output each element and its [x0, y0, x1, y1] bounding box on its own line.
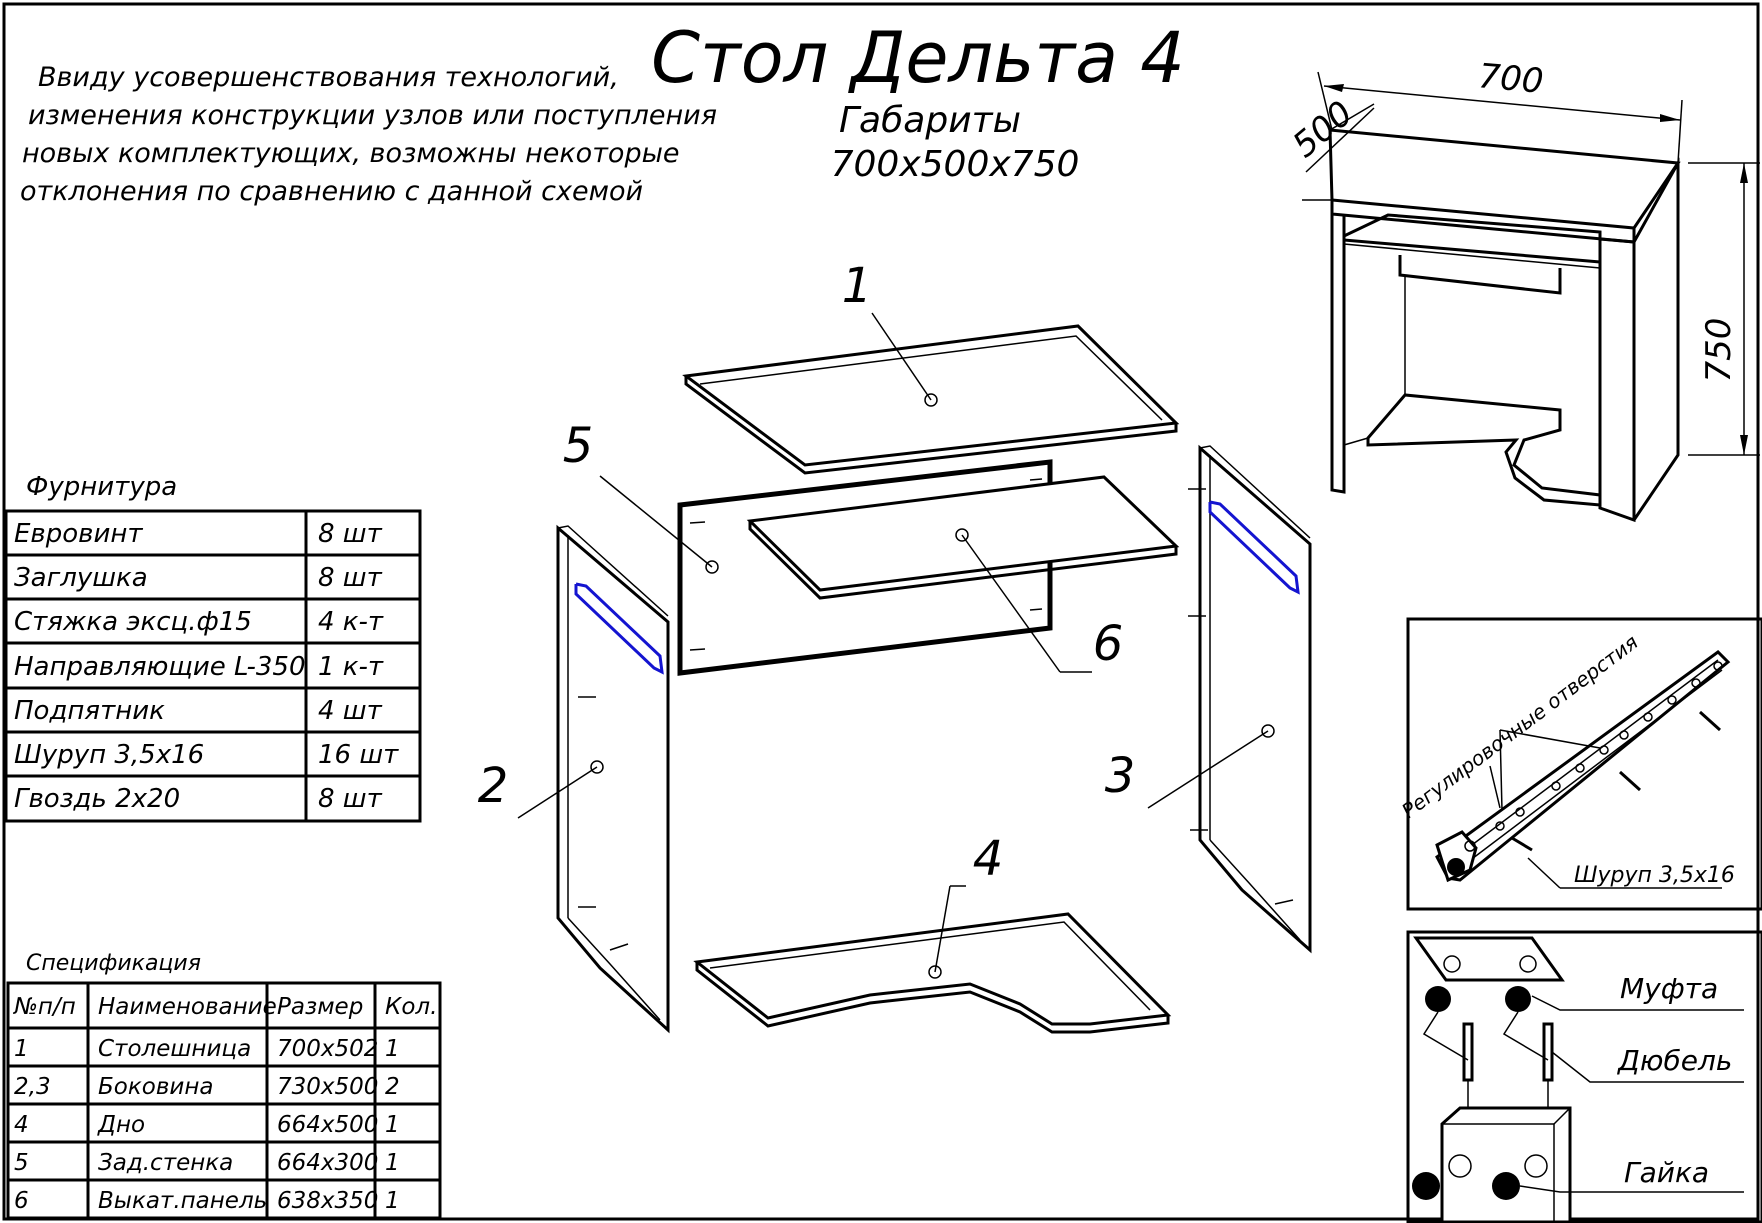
spec-cell: Выкат.панель: [98, 1188, 267, 1214]
part-label-5: 5: [563, 418, 594, 474]
hardware-qty: 1 к-т: [318, 652, 384, 682]
spec-table: Спецификация №п/п Наименование Размер Ко…: [6, 951, 442, 1220]
spec-cell: 664х500: [277, 1112, 378, 1138]
hardware-table: Фурнитура Евровинт 8 шт Заглушка 8 шт Ст…: [4, 472, 422, 823]
hardware-name: Шуруп 3,5х16: [14, 740, 204, 770]
spec-cell: Боковина: [98, 1074, 213, 1100]
hardware-name: Евровинт: [14, 519, 143, 549]
hardware-name: Заглушка: [14, 563, 148, 593]
dowel-icon: [1542, 1022, 1554, 1082]
spec-header: №п/п: [12, 994, 76, 1020]
spec-cell: 730х500: [277, 1074, 378, 1100]
spec-cell: 1: [385, 1036, 400, 1062]
notice-text: Ввиду усовершенствования технологий, изм…: [20, 62, 717, 207]
svg-text:новых комплектующих, возможны: новых комплектующих, возможны некоторые: [22, 138, 680, 169]
svg-text:изменения конструкции узлов ил: изменения конструкции узлов или поступле…: [28, 100, 717, 131]
rail-holes-label: Регулировочные отверстия: [1397, 630, 1642, 823]
spec-header: Кол.: [385, 994, 437, 1020]
part-2-left-side: 2: [478, 524, 670, 1034]
spec-cell: 4: [14, 1112, 29, 1138]
hardware-qty: 8 шт: [318, 784, 383, 814]
cam-detail: Муфта Дюбель Гайка: [1406, 930, 1762, 1223]
part-6-keyboard-panel: 6: [746, 475, 1180, 673]
spec-cell: 1: [385, 1150, 400, 1176]
spec-header: Наименование: [98, 994, 277, 1020]
part-label-6: 6: [1093, 616, 1124, 672]
hardware-name: Направляющие L-350: [14, 652, 306, 682]
exploded-view: 1 5 6: [478, 258, 1312, 1034]
part-3-right-side: 3: [1105, 444, 1312, 954]
hardware-name: Подпятник: [14, 696, 165, 726]
hardware-name: Гвоздь 2х20: [14, 784, 180, 814]
hardware-name: Стяжка эксц.ф15: [14, 607, 252, 637]
spec-cell: Дно: [97, 1112, 145, 1138]
part-1-tabletop: 1: [682, 258, 1180, 475]
dowel-label: Дюбель: [1616, 1044, 1732, 1077]
svg-text:отклонения по сравнению с данн: отклонения по сравнению с данной схемой: [20, 176, 643, 207]
spec-caption: Спецификация: [26, 951, 201, 976]
nut-label: Гайка: [1624, 1156, 1709, 1189]
spec-cell: 1: [385, 1112, 400, 1138]
nut-icon: [1492, 1172, 1520, 1200]
spec-cell: Зад.стенка: [98, 1150, 233, 1176]
spec-cell: 638х350: [277, 1188, 378, 1214]
hardware-qty: 8 шт: [318, 519, 383, 549]
spec-cell: 6: [14, 1188, 29, 1214]
nut-icon: [1412, 1172, 1440, 1200]
part-label-2: 2: [478, 758, 509, 814]
dimensions-value: 700х500х750: [831, 144, 1080, 185]
hardware-qty: 8 шт: [318, 563, 383, 593]
spec-cell: 5: [14, 1150, 29, 1176]
spec-cell: 664х300: [277, 1150, 378, 1176]
spec-cell: 1: [385, 1188, 400, 1214]
coupling-icon: [1425, 986, 1451, 1012]
rail-detail: Регулировочные отверстия Шуруп 3,5х16: [1397, 617, 1762, 911]
spec-cell: 700х502: [277, 1036, 378, 1062]
hardware-qty: 16 шт: [318, 740, 399, 770]
hardware-qty: 4 к-т: [318, 607, 384, 637]
rail-holes: [1495, 661, 1723, 831]
part-label-4: 4: [973, 831, 1004, 887]
rail-right-highlight: [1208, 500, 1300, 595]
part-label-1: 1: [842, 258, 873, 314]
preview-height-label: 750: [1699, 318, 1739, 383]
coupling-icon: [1505, 986, 1531, 1012]
spec-cell: 2: [385, 1074, 400, 1100]
dimensions-label: Габариты: [839, 100, 1021, 141]
rail-left-highlight: [574, 582, 664, 675]
spec-cell: 1: [14, 1036, 29, 1062]
svg-text:Ввиду усовершенствования техно: Ввиду усовершенствования технологий,: [38, 62, 619, 93]
hardware-caption: Фурнитура: [26, 472, 177, 502]
spec-cell: Столешница: [98, 1036, 251, 1062]
spec-cell: 2,3: [14, 1074, 51, 1100]
part-4-bottom: 4: [693, 831, 1172, 1034]
part-label-3: 3: [1105, 748, 1136, 804]
rail-screws: [1511, 710, 1722, 852]
dowel-icon: [1462, 1022, 1474, 1082]
coupling-label: Муфта: [1620, 972, 1718, 1005]
desk-preview: 700 500 750: [1285, 56, 1760, 523]
preview-width-label: 700: [1477, 56, 1545, 102]
spec-header: Размер: [277, 994, 363, 1020]
rail-screw-label: Шуруп 3,5х16: [1574, 863, 1735, 888]
drawing-title: Стол Дельта 4: [651, 17, 1185, 99]
hardware-qty: 4 шт: [318, 696, 383, 726]
